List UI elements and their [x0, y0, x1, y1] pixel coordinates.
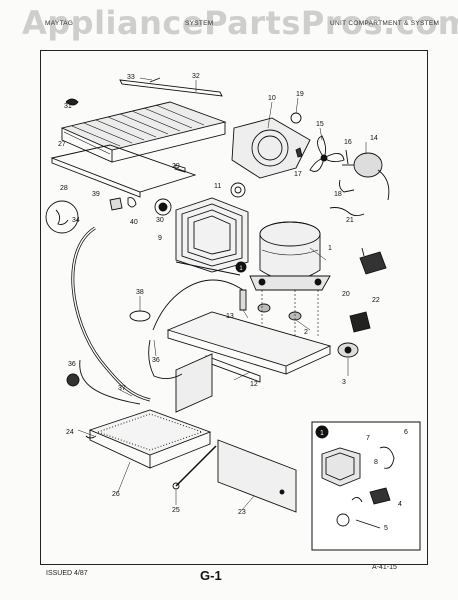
part-rail-34: [119, 77, 223, 97]
part-drain-pan-25: [85, 409, 212, 469]
callout-40: 40: [130, 219, 138, 226]
callout-19: 19: [296, 91, 304, 98]
diagram-frame: [40, 50, 428, 565]
part-36: [66, 373, 80, 387]
watermark: AppliancePartsPros.com: [22, 4, 458, 42]
callout-1: 1: [328, 245, 332, 252]
part-tube-37: [71, 226, 151, 405]
callout-26: 24: [66, 429, 74, 436]
part-drier-13: [152, 279, 247, 331]
callout-23: 22: [372, 297, 380, 304]
callout-25: 26: [112, 491, 120, 498]
callout-9: 9: [158, 235, 162, 242]
part-40: [127, 197, 137, 208]
callout-16: 16: [344, 139, 352, 146]
part-3: [337, 342, 359, 358]
callout-22: 23: [238, 509, 246, 516]
callout-labels: 33 32 31 27 29 28 34 39 40 30 9 10 19 15…: [58, 73, 408, 532]
callout-35: 34: [72, 217, 80, 224]
part-grommet-2: [257, 303, 302, 321]
callout-3: 3: [342, 379, 346, 386]
callout-29: 28: [60, 185, 68, 192]
part-30: [174, 164, 186, 173]
callout-6: 6: [404, 429, 408, 436]
part-11: [230, 182, 246, 198]
part-tray-29: [50, 144, 197, 198]
callout-24: 36: [152, 357, 160, 364]
part-fan-motor-14: [342, 152, 390, 201]
part-16: [345, 149, 349, 165]
callout-2: 2: [304, 329, 308, 336]
inset-marker-label: 1: [320, 430, 324, 437]
part-panel-22: [217, 439, 297, 513]
part-18: [339, 179, 355, 193]
header-right: UNIT COMPARTMENT & SYSTEM: [330, 20, 440, 27]
callout-20: 20: [342, 291, 350, 298]
callout-18: 18: [334, 191, 342, 198]
part-fan-blade-15: [309, 135, 345, 172]
callout-33: 32: [192, 73, 200, 80]
inset-box: [311, 421, 421, 551]
header-center: SYSTEM: [185, 20, 214, 27]
part-cord-24: [148, 339, 183, 379]
callout-32: 31: [64, 103, 72, 110]
part-27: [172, 445, 217, 490]
callout-7: 7: [366, 435, 370, 442]
page-number: G-1: [200, 568, 222, 583]
callout-4: 4: [398, 501, 402, 508]
part-31: [154, 198, 172, 216]
callout-30: 29: [172, 163, 180, 170]
callout-13: 13: [226, 313, 234, 320]
part-clamp-38: [129, 310, 151, 322]
part-32: [65, 98, 79, 106]
callout-38: 38: [136, 289, 144, 296]
leader-lines: [77, 77, 367, 511]
callout-21: 21: [346, 217, 354, 224]
part-shroud-10: [231, 117, 311, 179]
part-17: [295, 147, 303, 158]
part-relay-20: [359, 247, 387, 275]
callout-27: 25: [172, 507, 180, 514]
part-35-inset: [45, 200, 79, 234]
part-overload-23: [349, 311, 371, 333]
part-19: [290, 112, 302, 124]
callout-17: 17: [294, 171, 302, 178]
callout-10: 10: [268, 95, 276, 102]
callout-11: 11: [214, 183, 221, 190]
part-21: [329, 207, 365, 217]
part-inset-marker-compressor: [235, 261, 247, 273]
callout-12: 12: [250, 381, 258, 388]
header-left: MAYTAG: [45, 20, 74, 27]
part-compressor-1: [249, 221, 331, 291]
callout-15: 15: [316, 121, 324, 128]
reference-code: A-41-15: [372, 564, 397, 571]
part-coil-28: [60, 101, 227, 163]
callout-37: 37: [118, 385, 126, 392]
part-condenser-9: [175, 197, 249, 276]
issued-date: ISSUED 4/87: [46, 570, 88, 577]
callout-8: 8: [374, 459, 378, 466]
callout-34: 33: [127, 74, 135, 81]
callout-14: 14: [370, 135, 378, 142]
compressor-inset-marker-label: 1: [239, 266, 243, 272]
callout-39: 39: [92, 191, 100, 198]
part-39: [109, 197, 123, 211]
part-base-rail-12: [166, 311, 332, 413]
callout-36: 36: [68, 361, 76, 368]
callout-31: 30: [156, 217, 164, 224]
callout-5: 5: [384, 525, 388, 532]
callout-28: 27: [58, 141, 66, 148]
